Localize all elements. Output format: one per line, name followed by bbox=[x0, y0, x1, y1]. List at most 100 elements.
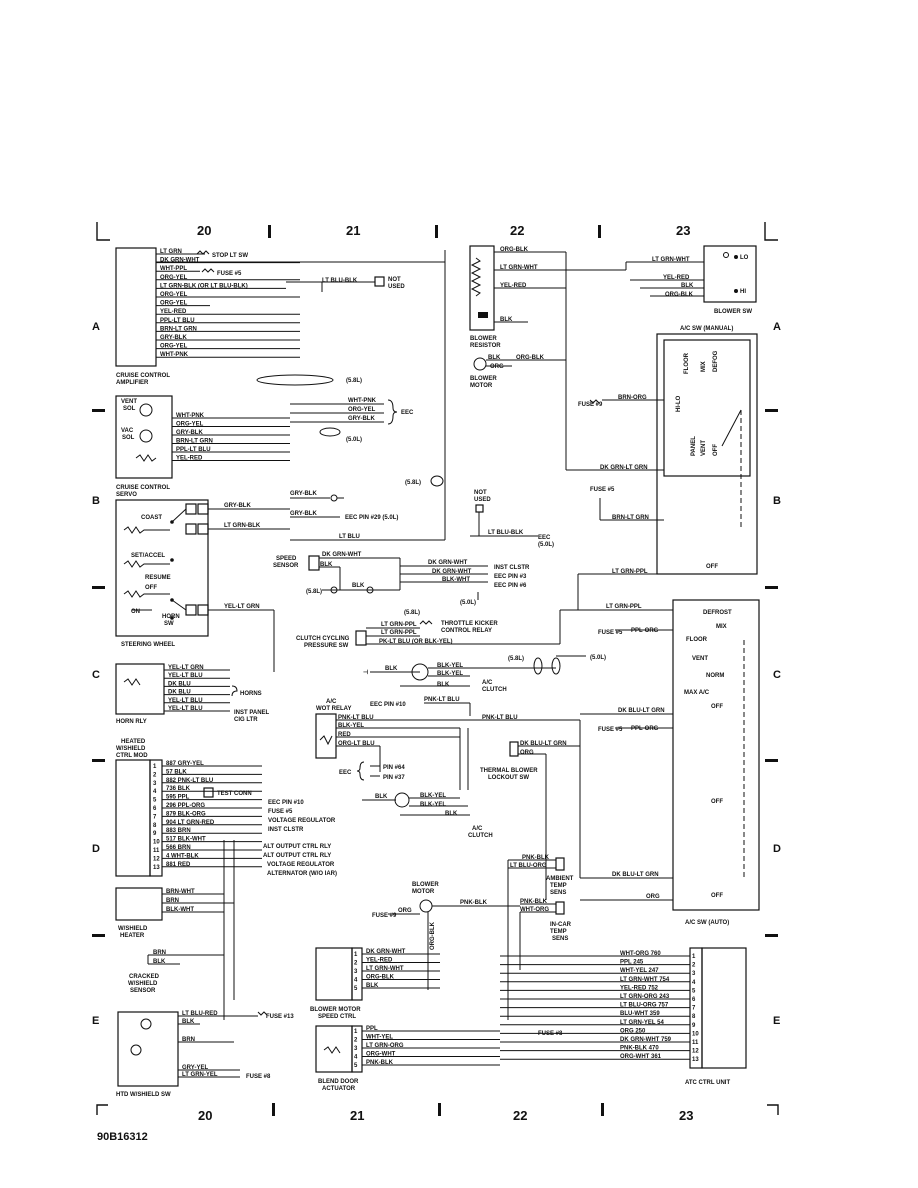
pin-number: 9 bbox=[153, 831, 157, 837]
wire-label: LT GRN-PPL bbox=[381, 630, 417, 636]
label: BLEND DOOR bbox=[318, 1079, 359, 1085]
wire-label: LT GRN-WHT bbox=[500, 265, 538, 271]
amp-wire-label: ORG-YEL bbox=[160, 275, 188, 281]
wire-label: ORG-BLK bbox=[430, 921, 436, 950]
wire-label: BLK-WHT bbox=[166, 907, 194, 913]
label: FLOOR bbox=[684, 352, 690, 374]
horn-wire-label: YEL-LT BLU bbox=[168, 673, 203, 679]
label: EEC bbox=[538, 535, 551, 541]
atc-pin-label: PNK-BLK 470 bbox=[620, 1046, 659, 1052]
wire-label: BLK-YEL bbox=[437, 663, 463, 669]
atc-pin-label: LT GRN-ORG 243 bbox=[620, 994, 670, 1000]
heated-pin-label: 517 BLK-WHT bbox=[166, 837, 206, 843]
horn-wire-label: YEL-LT BLU bbox=[168, 706, 203, 712]
label: HORN RLY bbox=[116, 719, 147, 725]
label: FUSE #13 bbox=[266, 1014, 294, 1020]
label: BLOWER SW bbox=[714, 309, 752, 315]
wire-label: BLK bbox=[445, 811, 458, 817]
label: (5.8L) bbox=[405, 480, 421, 486]
label: VOLTAGE REGULATOR bbox=[267, 862, 335, 868]
wire-label: BRN-ORG bbox=[618, 395, 647, 401]
pin-number: 3 bbox=[153, 781, 157, 787]
label: VOLTAGE REGULATOR bbox=[268, 818, 336, 824]
label: NOT bbox=[388, 277, 401, 283]
label: ALT OUTPUT CTRL RLY bbox=[263, 853, 331, 859]
label: ATC CTRL UNIT bbox=[685, 1080, 730, 1086]
row-label: E bbox=[92, 1015, 99, 1027]
label: EEC PIN #3 bbox=[494, 574, 527, 580]
wire-label: LT GRN-BLK bbox=[224, 523, 261, 529]
label: A/C SW (AUTO) bbox=[685, 920, 729, 926]
wire-label: BLK bbox=[500, 317, 513, 323]
label: CRACKED bbox=[129, 974, 160, 980]
row-label: E bbox=[773, 1015, 780, 1027]
amp-wire-label: DK GRN-WHT bbox=[160, 258, 200, 264]
wire-label: DK BLU-LT GRN bbox=[612, 872, 659, 878]
wire-label: BLK-YEL bbox=[338, 723, 364, 729]
bd-wire-label: ORG-WHT bbox=[366, 1052, 396, 1058]
atc-pin-label: YEL-RED 752 bbox=[620, 985, 659, 991]
wire-label: LT GRN-PPL bbox=[612, 569, 648, 575]
servo-wire-label: PPL-LT BLU bbox=[176, 447, 211, 453]
servo-wire-label: YEL-RED bbox=[176, 456, 203, 462]
bd-wire-label: WHT-YEL bbox=[366, 1035, 393, 1041]
label: MAX A/C bbox=[684, 690, 710, 696]
label: EEC bbox=[339, 770, 352, 776]
pin-number: 1 bbox=[153, 764, 157, 770]
heated-pin-label: 566 BRN bbox=[166, 845, 191, 851]
bm-wire-label: LT GRN-WHT bbox=[366, 966, 404, 972]
label: FUSE #5 bbox=[598, 630, 623, 636]
wire-label: PNK-LT BLU bbox=[482, 715, 518, 721]
atc-pin-label: WHT-ORG 760 bbox=[620, 951, 661, 957]
label: LO bbox=[740, 255, 749, 261]
label: AMPLIFIER bbox=[116, 380, 149, 386]
label: STEERING WHEEL bbox=[121, 642, 175, 648]
blower-motor-lower: BLOWER MOTOR FUSE #9 ORG PNK-BLK ORG-BLK… bbox=[372, 855, 574, 1020]
pin-number: 1 bbox=[354, 1029, 358, 1035]
label: A/C bbox=[482, 680, 493, 686]
wire-label: BLK-WHT bbox=[442, 577, 470, 583]
wire-label: BLK-YEL bbox=[420, 793, 446, 799]
atc-pin-label: LT GRN-YEL 54 bbox=[620, 1020, 664, 1026]
wire-label: DK GRN-LT GRN bbox=[600, 465, 648, 471]
row-labels: A B C D E A B C D E bbox=[92, 321, 781, 1027]
label: SENS bbox=[552, 936, 568, 942]
label: CTRL MOD bbox=[116, 753, 148, 759]
row-label: B bbox=[773, 495, 781, 507]
atc-pin-label: ORG-WHT 361 bbox=[620, 1054, 662, 1060]
label: DEFROST bbox=[703, 610, 732, 616]
atc-pin-label: LT GRN-WHT 754 bbox=[620, 977, 670, 983]
bm-wire-label: BLK bbox=[366, 983, 379, 989]
label: ON bbox=[131, 609, 140, 615]
pin-number: 2 bbox=[692, 963, 696, 969]
pin-number: 3 bbox=[354, 1046, 358, 1052]
wire-label: YEL-RED bbox=[500, 283, 527, 289]
amp-wire-label: PPL-LT BLU bbox=[160, 318, 195, 324]
pin-number: 2 bbox=[153, 772, 157, 778]
label: TEMP bbox=[550, 929, 567, 935]
label: HORNS bbox=[240, 691, 262, 697]
wire-label: LT GRN-YEL bbox=[182, 1072, 218, 1078]
speed-sensor: SPEED SENSOR DK GRN-WHT BLK DK GRN-WHT D… bbox=[273, 552, 530, 606]
label: (5.8L) bbox=[404, 610, 420, 616]
htd-ws-sw: LT BLU-RED BLK BRN GRY-YEL LT GRN-YEL FU… bbox=[116, 1011, 294, 1098]
label: MIX bbox=[716, 624, 727, 630]
label: GRY-BLK bbox=[348, 416, 375, 422]
servo-wire-label: WHT-PNK bbox=[176, 413, 205, 419]
label: CRUISE CONTROL bbox=[116, 373, 170, 379]
label: USED bbox=[474, 497, 491, 503]
label: MOTOR bbox=[412, 889, 435, 895]
label: (5.8L) bbox=[508, 656, 524, 662]
label: NOT bbox=[474, 490, 487, 496]
label: RESUME bbox=[145, 575, 171, 581]
label: FUSE #8 bbox=[538, 1031, 563, 1037]
wire-label: DK GRN-WHT bbox=[428, 560, 468, 566]
wire-label: ORG-LT BLU bbox=[338, 741, 375, 747]
pin-number: 5 bbox=[354, 1063, 358, 1069]
label: RESISTOR bbox=[470, 343, 501, 349]
pin-number: 13 bbox=[692, 1057, 699, 1063]
label: FUSE #5 bbox=[598, 727, 623, 733]
wire-label: DK GRN-WHT bbox=[432, 569, 472, 575]
wire-label: LT GRN-PPL bbox=[381, 622, 417, 628]
